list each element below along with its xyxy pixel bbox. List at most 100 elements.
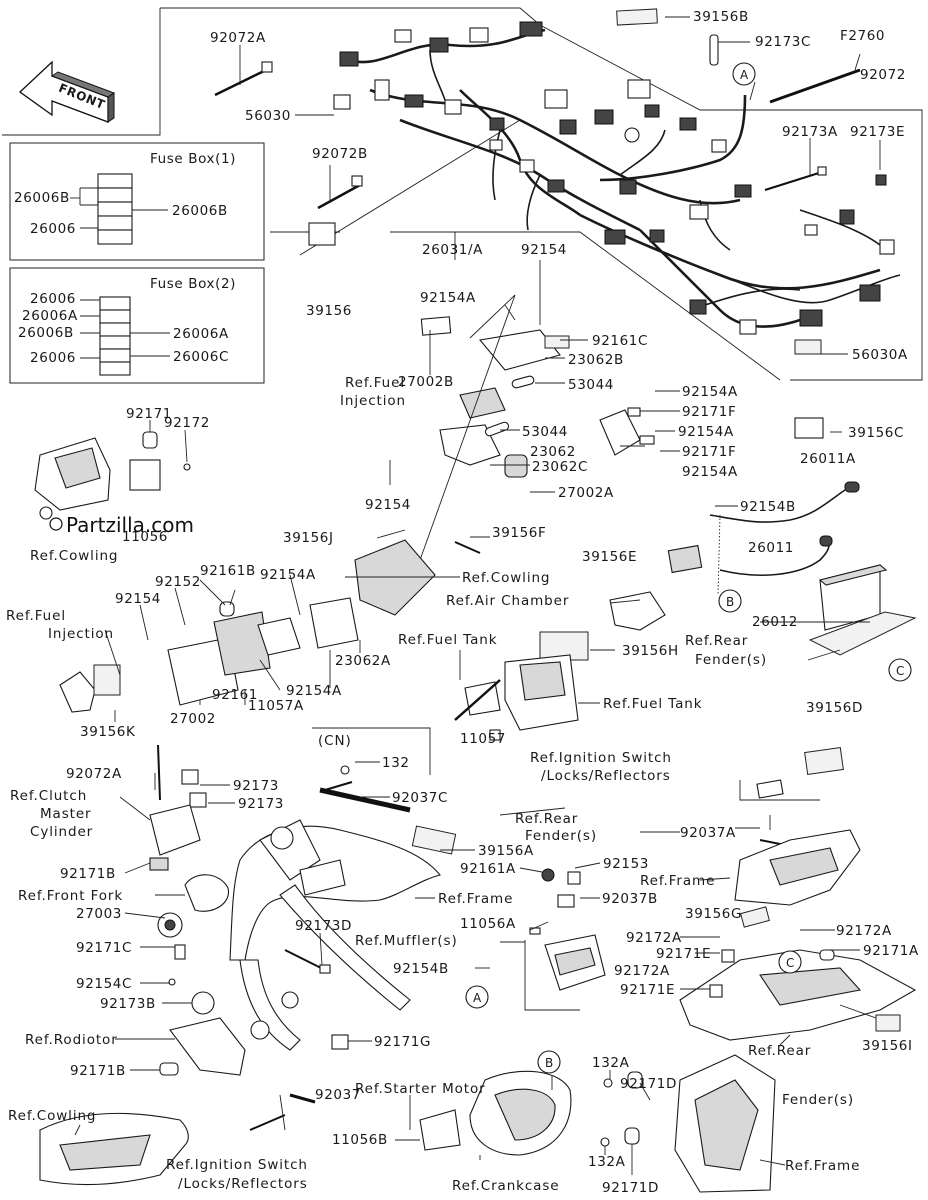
part-92154a-1: 92154A	[420, 290, 476, 306]
part-92171d-2: 92171D	[602, 1180, 659, 1196]
ref-radiator: Ref.Rodiotor	[25, 1032, 118, 1048]
part-92161a: 92161A	[460, 861, 516, 877]
part-23062c: 23062C	[532, 459, 588, 475]
part-92153: 92153	[603, 856, 649, 872]
part-92037b: 92037B	[602, 891, 658, 907]
part-26031a: 26031/A	[422, 242, 483, 258]
part-92171b-1: 92171B	[60, 866, 116, 882]
part-92154a-6: 92154A	[286, 683, 342, 699]
part-39156g: 39156G	[685, 906, 742, 922]
part-92037c: 92037C	[392, 790, 448, 806]
ref-fuel-tank-2: Ref.Fuel Tank	[603, 696, 702, 712]
ref-muffler: Ref.Muffler(s)	[355, 933, 458, 949]
harness-connectors	[339, 21, 895, 335]
part-92173b: 92173B	[100, 996, 156, 1012]
part-27003: 27003	[76, 906, 122, 922]
part-53044-2: 53044	[522, 424, 568, 440]
part-92171f-1: 92171F	[682, 404, 736, 420]
fuse-box-2-label-5: 26006A	[173, 326, 229, 342]
part-92072: 92072	[860, 67, 906, 83]
part-26011a: 26011A	[800, 451, 856, 467]
ref-clutch-master-line2: Master	[40, 806, 92, 822]
ref-clutch-master-line3: Cylinder	[30, 824, 93, 840]
battery-area	[709, 481, 917, 656]
part-92072a-bottom: 92072A	[66, 766, 122, 782]
code-f2760: F2760	[840, 28, 885, 44]
central-bracket-cluster	[419, 294, 655, 561]
ref-cowling-1: Ref.Cowling	[30, 548, 118, 564]
part-39156h: 39156H	[622, 643, 679, 659]
front-arrow: FRONT	[18, 60, 116, 123]
partzilla-watermark: Partzilla.com	[49, 513, 194, 537]
part-56030: 56030	[245, 108, 291, 124]
ref-rear-fender-2-line1: Ref.Rear	[515, 811, 578, 827]
ref-rear-fender-3-line2: Fender(s)	[782, 1092, 854, 1108]
part-number-labels: 39156B 92173C 92072 92072A 56030 92072B …	[60, 9, 918, 1196]
border-lines	[2, 7, 923, 381]
part-27002a: 27002A	[558, 485, 614, 501]
part-92173c: 92173C	[755, 34, 811, 50]
fuse-box-2-panel: Fuse Box(2) 26006 26006A 26006B 26006 26…	[9, 267, 265, 384]
front-fork-parts	[157, 874, 229, 986]
part-92173d: 92173D	[295, 918, 352, 934]
part-92173a: 92173A	[782, 124, 838, 140]
callout-a-frame: A	[473, 991, 482, 1005]
part-92171g: 92171G	[374, 1034, 431, 1050]
fuse-box-1-fuses	[70, 173, 168, 245]
main-wiring-harness	[349, 28, 901, 328]
part-92154a-4: 92154A	[682, 464, 738, 480]
part-39156e: 39156E	[582, 549, 637, 565]
part-39156c: 39156C	[848, 425, 904, 441]
part-92154a-2: 92154A	[682, 384, 738, 400]
muffler-relay-parts	[524, 868, 606, 1011]
ref-cowling-3: Ref.Cowling	[8, 1108, 96, 1124]
part-92154a-5: 92154A	[260, 567, 316, 583]
fuse-box-1-panel: Fuse Box(1) 26006B 26006 26006B	[9, 142, 265, 261]
part-92172a-1: 92172A	[836, 923, 892, 939]
fuse-box-1-label-3: 26006B	[172, 203, 228, 219]
part-39156a: 39156A	[478, 843, 534, 859]
part-132: 132	[382, 755, 410, 771]
part-39156d: 39156D	[806, 700, 863, 716]
fuse-box-1-label-2: 26006	[30, 221, 76, 237]
ref-fuel-injection-1-line1: Ref.Fuel	[345, 375, 405, 391]
left-upper-bracket	[34, 431, 191, 520]
part-92171b-2: 92171B	[70, 1063, 126, 1079]
part-39156: 39156	[306, 303, 352, 319]
part-23062b: 23062B	[568, 352, 624, 368]
part-92173-1: 92173	[233, 778, 279, 794]
part-39156k: 39156K	[80, 724, 136, 740]
ref-fuel-tank-1: Ref.Fuel Tank	[398, 632, 497, 648]
callout-c-fender: C	[786, 956, 795, 970]
part-23062a: 23062A	[335, 653, 391, 669]
fuse-box-1-label-1: 26006B	[14, 190, 70, 206]
part-92037: 92037	[315, 1087, 361, 1103]
part-92173-2: 92173	[238, 796, 284, 812]
part-92154b-1: 92154B	[740, 499, 796, 515]
leader-lines	[74, 16, 899, 1175]
callout-c-tray: C	[896, 664, 905, 678]
part-132a-2: 132A	[588, 1154, 626, 1170]
radiator-cowling-parts	[39, 991, 246, 1186]
part-92173e: 92173E	[850, 124, 905, 140]
ref-fuel-injection-1-line2: Injection	[340, 393, 406, 409]
part-53044-1: 53044	[568, 377, 614, 393]
part-92154-b: 92154	[365, 497, 411, 513]
part-92154-a: 92154	[521, 242, 567, 258]
part-39156i: 39156I	[862, 1038, 913, 1054]
ref-fuel-injection-2-line1: Ref.Fuel	[6, 608, 66, 624]
ref-front-fork: Ref.Front Fork	[18, 888, 123, 904]
ref-rear-fender-2-line2: Fender(s)	[525, 828, 597, 844]
ref-frame-1: Ref.Frame	[640, 873, 715, 889]
part-92072b: 92072B	[312, 146, 368, 162]
part-26011: 26011	[748, 540, 794, 556]
part-92171e-2: 92171E	[620, 982, 675, 998]
fuse-box-2-label-2: 26006A	[22, 308, 78, 324]
right-frame-parts	[600, 1054, 776, 1193]
air-chamber-parts	[454, 544, 703, 741]
ref-ignition-switch-1-line2: /Locks/Reflectors	[541, 768, 671, 784]
part-92161c: 92161C	[592, 333, 648, 349]
callout-b-crankcase: B	[545, 1056, 554, 1070]
